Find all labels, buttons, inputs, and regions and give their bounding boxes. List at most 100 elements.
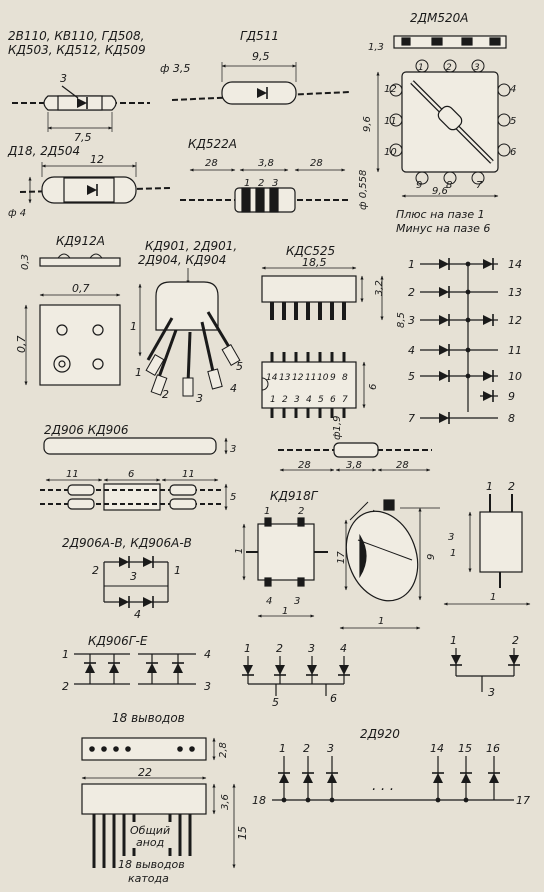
pin-dm-10: 10 [384, 147, 397, 158]
sq-pin-2: 2 [508, 480, 515, 493]
dim-1-round: 1 [378, 616, 384, 627]
dim-1-right-b: 1 [490, 592, 496, 603]
quad-pin-4: 4 [340, 642, 347, 655]
label-kds525: КДС525 [286, 244, 335, 258]
kds525-schematic: 1 2 3 4 5 7 14 13 12 11 10 9 8 [408, 257, 522, 425]
dim-3-8-a: 3,8 [258, 158, 274, 169]
assembly-2d906: 2Д906 КД906 3 11 6 11 5 [40, 423, 236, 511]
dim-6: 6 [368, 384, 379, 390]
pin-dm-11: 11 [384, 116, 397, 127]
kd918-pin-4: 4 [266, 596, 272, 607]
kds-pin-7: 7 [342, 395, 348, 405]
kds-pin-14: 14 [266, 373, 278, 383]
ellipsis: . . . [372, 778, 394, 794]
dim-3-906: 3 [230, 444, 236, 455]
kd918-pin-3: 3 [294, 596, 300, 607]
sch-left-3: 3 [408, 314, 415, 327]
sch-right-10: 10 [508, 370, 522, 383]
label-cathode-1: 18 выводов [118, 858, 185, 871]
dim-0-3: 0,3 [20, 254, 31, 270]
dim-28-b: 28 [310, 158, 323, 169]
square-package-right: 1 2 3 1 1 [443, 480, 531, 606]
kds-pin-11: 11 [305, 373, 316, 383]
dip-assembly-kds525: КДС525 18,5 3,2 8,5 14 13 12 11 10 [261, 244, 407, 418]
kds-pin-8: 8 [342, 373, 348, 383]
dim-1-kd901: 1 [130, 320, 137, 333]
dim-3-c: 3 [448, 532, 454, 543]
quad-pin-2: 2 [276, 642, 283, 655]
sch-left-1: 1 [408, 258, 415, 271]
schematic-quad-diode: 1 2 3 4 5 6 [241, 642, 351, 709]
dim-2-8: 2,8 [218, 742, 229, 758]
axial-diode-2v110: 2В110, КВ110, ГД508, КД503, КД512, КД509… [8, 29, 150, 144]
sch-right-9: 9 [508, 390, 515, 403]
label-cathode-2: катода [128, 872, 169, 885]
ge-pin-2: 2 [62, 680, 69, 693]
sch-right-11: 11 [508, 344, 522, 357]
d920-pin-14: 14 [430, 742, 444, 755]
pin-dm-3: 3 [474, 63, 480, 73]
dim-phi-3-5: ф 3,5 [160, 62, 190, 75]
kd918-pin-1: 1 [264, 506, 270, 517]
band-1: 1 [244, 178, 250, 189]
dim-8-5: 8,5 [396, 312, 407, 328]
d920-pin-17: 17 [516, 794, 530, 807]
dim-phi-0-558: ф 0,558 [358, 170, 369, 210]
pin-dm-8: 8 [446, 180, 452, 191]
av-pin-4: 4 [134, 608, 141, 621]
kds-pin-13: 13 [279, 373, 291, 383]
dim-11-a: 11 [66, 469, 79, 480]
pin-kd901-4: 4 [230, 382, 237, 395]
schematic-2d920: 2Д920 . . . 1 2 3 14 15 16 18 17 [252, 727, 530, 807]
d920-pin-2: 2 [303, 742, 310, 755]
dim-28-a: 28 [205, 158, 218, 169]
dim-9-5: 9,5 [252, 50, 270, 63]
sq-pin-1: 1 [486, 480, 493, 493]
dim-18-5: 18,5 [302, 256, 327, 269]
dim-9-6-h: 9,6 [432, 186, 448, 197]
label-common-2: анод [136, 836, 164, 849]
pin-kd901-3: 3 [196, 392, 203, 405]
quad-pin-3: 3 [308, 642, 315, 655]
note-plus: Плюс на пазе 1 [396, 208, 485, 221]
label-kd522a: КД522А [188, 137, 237, 151]
label-kd901-1: КД901, 2Д901, [145, 239, 237, 253]
pin-dm-5: 5 [510, 116, 516, 127]
quad-pin-5: 5 [272, 696, 279, 709]
label-kd906ge: КД906Г-Е [88, 634, 148, 648]
dim-9: 9 [426, 554, 437, 560]
sch-right-14: 14 [508, 258, 522, 271]
label-kd901-2: 2Д904, КД904 [138, 253, 226, 267]
sch-left-4: 4 [408, 344, 415, 357]
axial-diode-kd522a: КД522А 1 2 3 28 3,8 28 ф 0,558 [180, 137, 369, 213]
pin-dm-9: 9 [416, 180, 422, 191]
pin-dm-4: 4 [510, 84, 516, 95]
dim-28-d: 28 [396, 460, 409, 471]
axial-diode-d18: Д18, 2Д504 12 ф 4 [7, 144, 171, 219]
pin-dm-12: 12 [384, 84, 397, 95]
av-pin-1: 1 [174, 564, 181, 577]
dim-0-7-h: 0,7 [72, 282, 90, 295]
dim-3-8-b: 3,8 [346, 460, 362, 471]
pin-kd901-1: 1 [135, 366, 142, 379]
label-gd511: ГД511 [240, 29, 279, 43]
quad-pin-6: 6 [330, 692, 337, 705]
d920-pin-1: 1 [279, 742, 286, 755]
note-minus: Минус на пазе 6 [396, 222, 490, 235]
sch-left-5: 5 [408, 370, 415, 383]
dim-phi-4: ф 4 [8, 208, 26, 219]
dim-15: 15 [236, 826, 249, 840]
dim-0-7-v: 0,7 [15, 336, 28, 354]
label-2v110: 2В110, КВ110, ГД508, [8, 29, 144, 43]
schematic-kd906ge: КД906Г-Е 1 2 4 3 [62, 634, 211, 693]
dim-17: 17 [336, 551, 347, 564]
label-2d906av: 2Д906А-В, КД906А-В [62, 536, 192, 550]
kds-pin-2: 2 [282, 395, 288, 405]
band-3: 3 [272, 178, 278, 189]
d920-pin-15: 15 [458, 742, 472, 755]
dim-22: 22 [138, 766, 152, 779]
chip-kd918g: КД918Г 1 2 1 4 3 1 [234, 489, 328, 618]
kds-pin-1: 1 [270, 395, 276, 405]
pin-kd901-2: 2 [162, 388, 169, 401]
